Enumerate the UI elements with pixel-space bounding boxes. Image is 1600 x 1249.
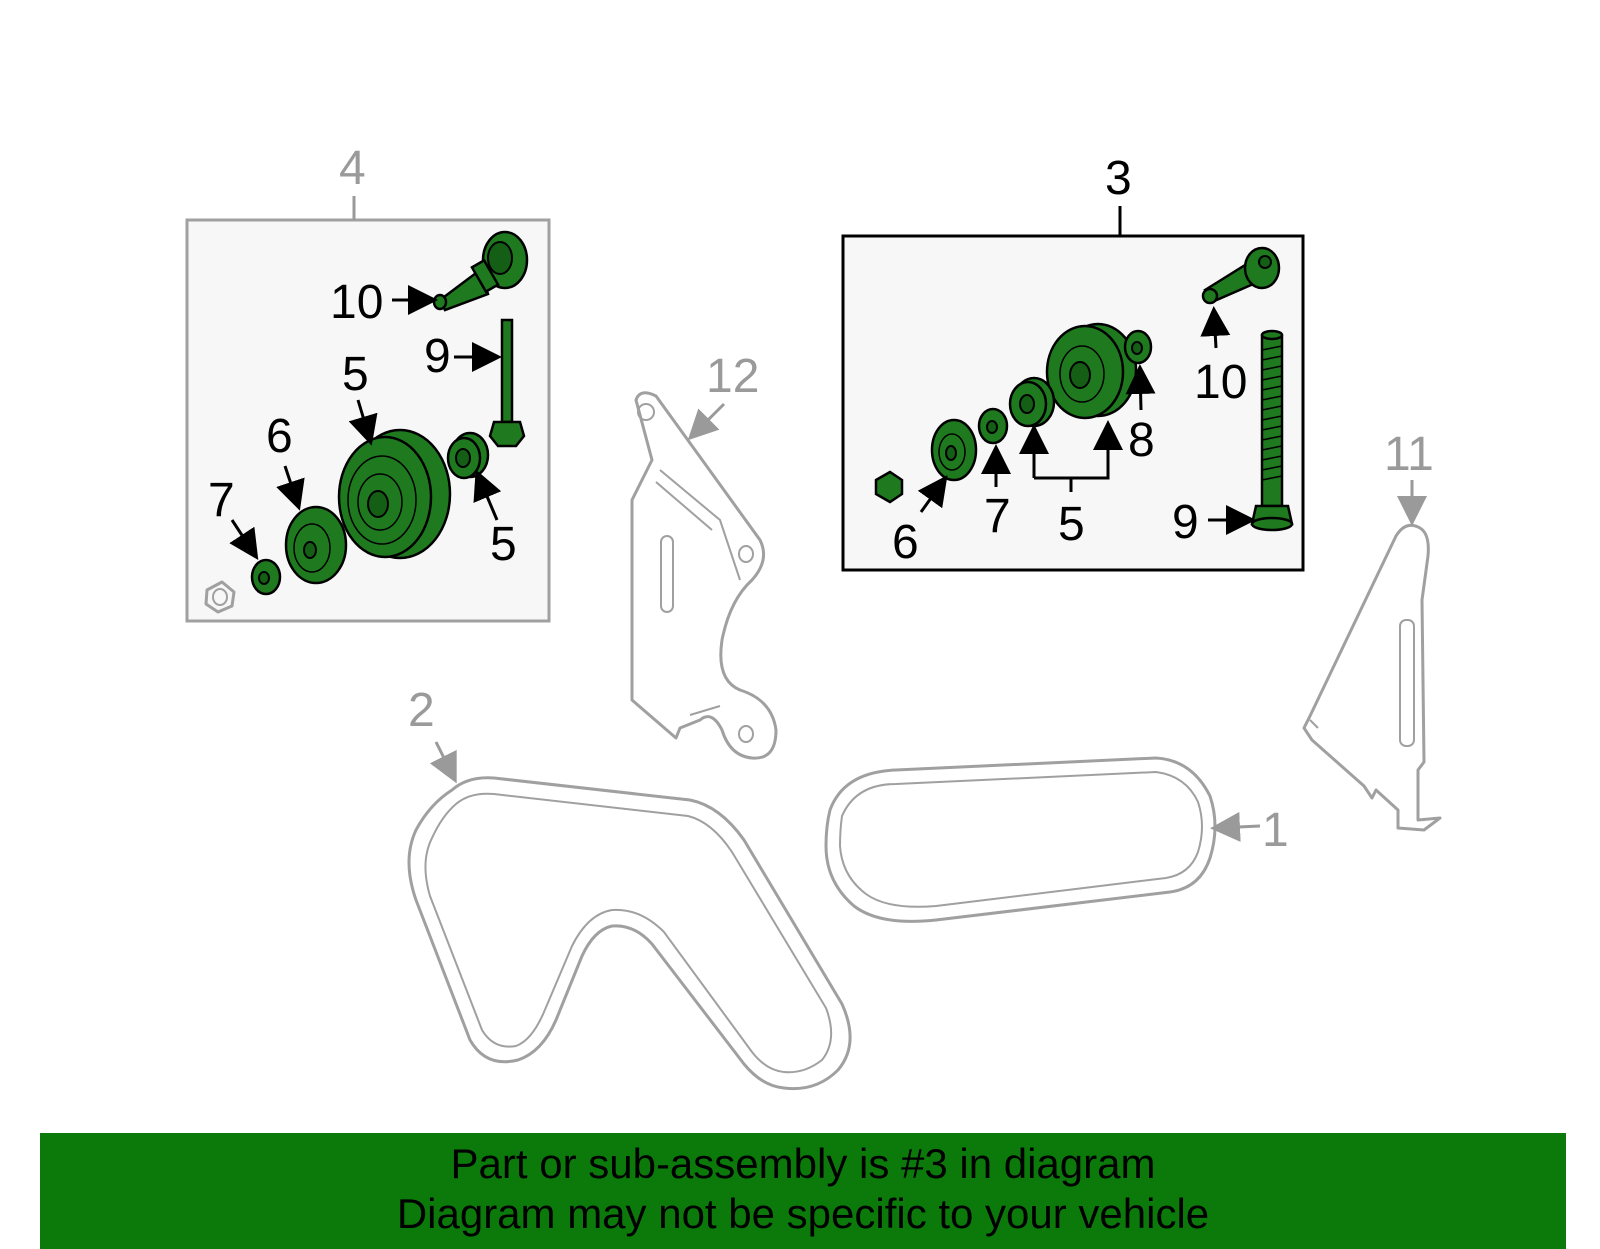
bushing-7-right <box>977 407 1009 445</box>
callout-11: 11 <box>1384 428 1434 481</box>
notice-banner: Part or sub-assembly is #3 in diagram Di… <box>40 1133 1566 1249</box>
bolt-9-left <box>488 318 526 448</box>
callout-8: 8 <box>1128 414 1155 467</box>
callout-6-left: 6 <box>266 410 293 463</box>
bracket-11 <box>1302 523 1442 832</box>
callout-4: 4 <box>339 142 366 195</box>
callout-10-right: 10 <box>1194 356 1247 409</box>
assembly-4-group <box>185 196 551 623</box>
pulley-5-right <box>1045 322 1138 420</box>
callout-9-left: 9 <box>424 330 451 383</box>
bolt-10-left <box>432 230 529 312</box>
washer-8-right <box>1123 329 1153 365</box>
callout-5-left-spacer: 5 <box>490 518 517 571</box>
callout-7-left: 7 <box>208 474 235 527</box>
bushing-7-left <box>250 558 282 596</box>
belt-2 <box>407 776 852 1091</box>
washer-6-left <box>284 505 348 585</box>
banner-line-2: Diagram may not be specific to your vehi… <box>396 1190 1210 1237</box>
callout-2: 2 <box>408 684 435 737</box>
bolt-9-right <box>1250 329 1294 532</box>
belt-1 <box>824 756 1217 923</box>
washer-6-right <box>930 418 978 482</box>
callout-6-right: 6 <box>892 516 919 569</box>
nut-left <box>204 580 236 614</box>
spacer-5-left <box>446 431 490 480</box>
callout-1: 1 <box>1262 804 1289 857</box>
nut-right <box>874 470 904 504</box>
callout-10-left: 10 <box>330 276 383 329</box>
callout-3: 3 <box>1105 152 1132 205</box>
bolt-10-right <box>1201 246 1281 305</box>
callout-9-right: 9 <box>1172 496 1199 549</box>
banner-line-1: Part or sub-assembly is #3 in diagram <box>450 1140 1156 1187</box>
callout-5-left-pulley: 5 <box>342 348 369 401</box>
callout-5-right: 5 <box>1058 498 1085 551</box>
callout-7-right: 7 <box>984 490 1011 543</box>
bracket-12 <box>630 391 778 760</box>
pulley-5-left <box>337 428 452 560</box>
assembly-3-group <box>841 206 1305 572</box>
callout-12: 12 <box>706 350 759 403</box>
